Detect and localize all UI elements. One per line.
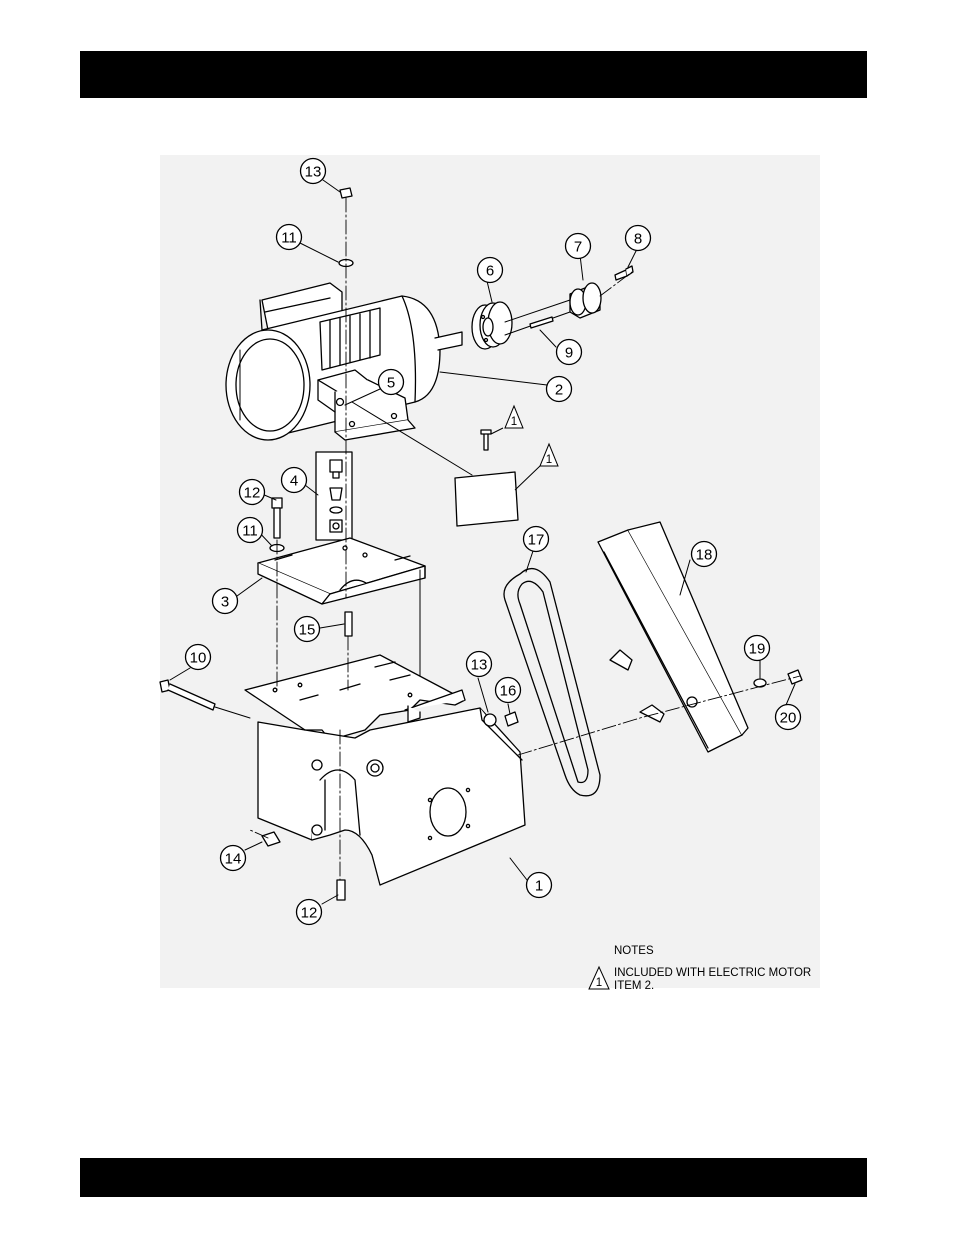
callout-6: 6 <box>478 258 503 283</box>
fitting-stack <box>330 460 342 532</box>
notes-title: NOTES <box>614 945 654 957</box>
svg-text:1: 1 <box>535 878 543 895</box>
callout-15: 15 <box>295 617 320 642</box>
note-triangle-screw: 1 <box>505 406 523 428</box>
svg-text:11: 11 <box>281 230 297 247</box>
svg-text:1: 1 <box>511 416 517 428</box>
svg-text:4: 4 <box>290 473 298 490</box>
svg-text:13: 13 <box>471 657 488 674</box>
svg-text:13: 13 <box>305 164 322 181</box>
callout-18: 18 <box>692 542 717 567</box>
svg-text:12: 12 <box>301 905 318 922</box>
svg-text:1: 1 <box>546 454 552 466</box>
note-line-2: ITEM 2. <box>614 980 654 992</box>
lower-nut <box>262 832 280 846</box>
notes-triangle-icon: 1 <box>589 967 609 989</box>
callout-3: 3 <box>213 589 238 614</box>
bottom-bolt <box>337 880 345 900</box>
electric-motor <box>226 283 462 440</box>
svg-text:9: 9 <box>565 345 573 362</box>
spacer-pin <box>505 712 518 726</box>
callout-4: 4 <box>282 468 307 493</box>
callout-8: 8 <box>626 226 651 251</box>
callout-13-top: 13 <box>301 159 326 184</box>
callout-12-top: 12 <box>240 480 265 505</box>
callout-14: 14 <box>221 846 246 871</box>
callout-7: 7 <box>566 234 591 259</box>
under-bolt <box>345 612 352 636</box>
svg-text:6: 6 <box>486 263 494 280</box>
name-plate <box>455 430 518 526</box>
svg-text:7: 7 <box>574 239 582 256</box>
belt-guard <box>598 522 748 752</box>
shaft-sleeve <box>570 283 601 318</box>
footer-bar <box>80 1158 867 1197</box>
side-nut <box>484 714 496 726</box>
top-nut <box>340 188 352 198</box>
callout-17: 17 <box>524 527 549 552</box>
svg-text:17: 17 <box>528 532 545 549</box>
svg-text:14: 14 <box>225 851 242 868</box>
callout-9: 9 <box>557 340 582 365</box>
long-bolt <box>160 680 215 710</box>
callout-11-top: 11 <box>277 225 302 250</box>
callout-2: 2 <box>547 377 572 402</box>
svg-text:8: 8 <box>634 231 642 248</box>
note-triangle-plate: 1 <box>540 444 558 466</box>
callout-12-bottom: 12 <box>297 900 322 925</box>
svg-text:20: 20 <box>780 710 797 727</box>
motor-pulley <box>472 302 512 349</box>
svg-text:18: 18 <box>696 547 713 564</box>
notes-block: NOTES 1 INCLUDED WITH ELECTRIC MOTOR ITE… <box>589 945 811 992</box>
svg-text:11: 11 <box>242 523 258 540</box>
svg-text:3: 3 <box>221 594 229 611</box>
callout-1: 1 <box>527 873 552 898</box>
svg-text:5: 5 <box>387 375 395 392</box>
shaft-key <box>530 317 553 328</box>
callout-5: 5 <box>379 370 404 395</box>
callout-19: 19 <box>745 636 770 661</box>
svg-text:2: 2 <box>555 382 563 399</box>
svg-text:1: 1 <box>596 977 602 989</box>
callout-16: 16 <box>496 678 521 703</box>
main-frame <box>245 655 525 885</box>
callout-20: 20 <box>776 705 801 730</box>
mount-bolt <box>272 498 282 538</box>
svg-text:16: 16 <box>500 683 517 700</box>
callout-11-mid: 11 <box>238 518 263 543</box>
callout-10: 10 <box>186 645 211 670</box>
note-line-1: INCLUDED WITH ELECTRIC MOTOR <box>614 967 811 979</box>
svg-text:12: 12 <box>244 485 261 502</box>
svg-text:19: 19 <box>749 641 766 658</box>
callout-13-mid: 13 <box>467 652 492 677</box>
svg-text:15: 15 <box>299 622 316 639</box>
svg-text:10: 10 <box>190 650 207 667</box>
